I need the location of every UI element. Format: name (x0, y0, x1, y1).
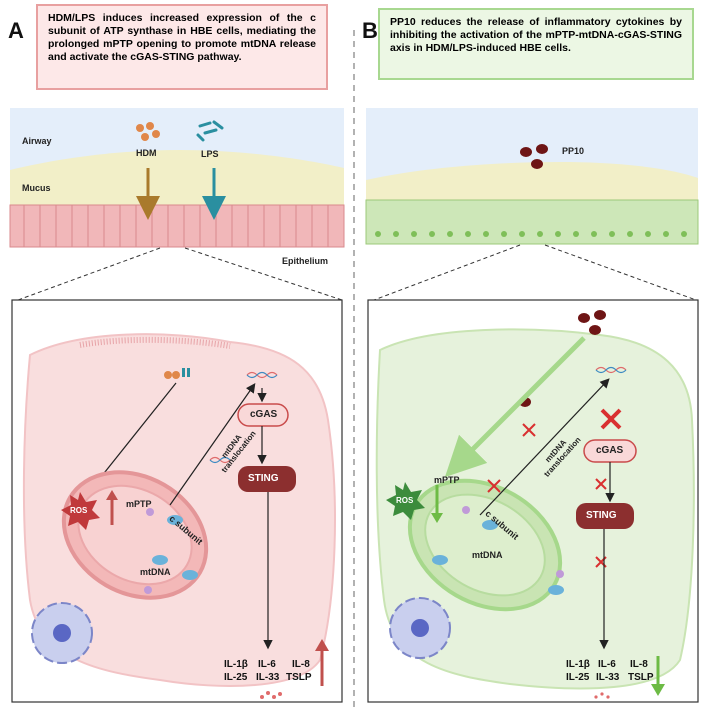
cytokine-il8-b: IL-8 (630, 659, 648, 670)
cytokine-il8-a: IL-8 (292, 659, 310, 670)
title-box-a: HDM/LPS induces increased expression of … (36, 4, 328, 90)
lps-particles (196, 120, 224, 142)
release-dots-b (594, 692, 610, 699)
label-cgas-a: cGAS (250, 409, 278, 420)
translocation-arrow-b (479, 378, 610, 516)
mucus-layer-a (10, 150, 344, 208)
zoom-line-left-b (373, 244, 521, 301)
cytokine-il1b-a: IL-1β (224, 659, 248, 670)
pp10-arrow (444, 336, 586, 478)
zoom-line-right-b (544, 244, 697, 301)
cgas-box-a (237, 403, 289, 427)
zoom-line-left-a (17, 247, 161, 301)
c-subunit-a (144, 508, 198, 594)
label-sting-a: STING (248, 473, 279, 484)
cytokine-il25-b: IL-25 (566, 672, 590, 683)
epithelium-b (365, 199, 699, 245)
label-mucus: Mucus (22, 183, 51, 193)
panel-letter-a: A (8, 18, 24, 43)
label-sting-b: STING (586, 510, 617, 521)
label-cgas-b: cGAS (596, 445, 624, 456)
cytokine-il6-a: IL-6 (258, 659, 276, 670)
cytokine-il33-b: IL-33 (596, 672, 620, 683)
title-box-b: PP10 reduces the release of inflammatory… (378, 8, 694, 80)
label-epithelium: Epithelium (282, 256, 329, 266)
label-mtdna-b: mtDNA (472, 550, 503, 560)
label-lps: LPS (201, 149, 219, 159)
translocation-arrow-a (169, 383, 256, 506)
cytokine-down-arrow (651, 684, 665, 696)
cytokine-il1b-b: IL-1β (566, 659, 590, 670)
label-pp10: PP10 (562, 146, 585, 156)
ros-star-b (386, 482, 425, 520)
cytokine-il25-a: IL-25 (224, 672, 248, 683)
label-mtdna-a: mtDNA (140, 567, 171, 577)
label-ros-a: ROS (70, 506, 88, 515)
label-mptp-a: mPTP (126, 499, 152, 509)
hdm-particles (136, 122, 160, 141)
receptor-a (164, 368, 190, 379)
label-airway: Airway (22, 136, 52, 146)
release-dots-a (260, 691, 282, 699)
cytokine-il33-a: IL-33 (256, 672, 280, 683)
c-subunit-b (432, 506, 564, 595)
panel-letter-b: B (362, 18, 378, 43)
cytokine-up-arrow (315, 639, 329, 651)
cytokine-tslp-a: TSLP (286, 672, 312, 683)
sting-box-b (576, 503, 634, 529)
label-ros-b: ROS (396, 496, 414, 505)
mucus-layer-b (366, 162, 698, 208)
epithelium-a (9, 204, 345, 248)
pp10-particles (520, 144, 548, 169)
mtdna-helix-b (595, 366, 627, 374)
label-hdm: HDM (136, 148, 157, 158)
mtdna-helix-a (209, 371, 278, 464)
sting-box-a (238, 466, 296, 492)
inhibit-marks-b (487, 408, 622, 568)
cytokine-tslp-b: TSLP (628, 672, 654, 683)
cytokine-il6-b: IL-6 (598, 659, 616, 670)
label-mptp-b: mPTP (434, 475, 460, 485)
ros-star-a (61, 492, 100, 530)
